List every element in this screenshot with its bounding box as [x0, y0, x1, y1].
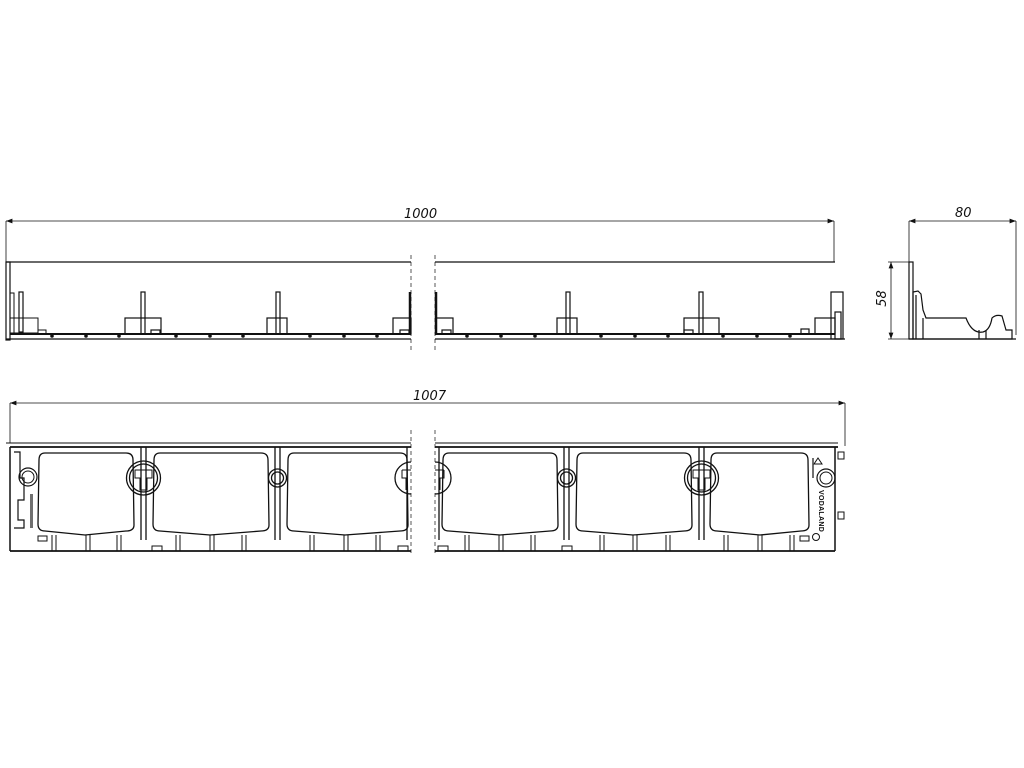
brand-text: VODALAND [817, 490, 824, 533]
dimension-label-58: 58 [874, 290, 890, 307]
dimension-label-1007: 1007 [413, 389, 447, 404]
round-fitting [267, 447, 577, 540]
break-lines-side [410, 255, 436, 352]
brand-logo-icon [812, 533, 820, 541]
end-view [888, 218, 1017, 340]
break-lines-top [410, 430, 436, 555]
grate-openings [37, 452, 810, 536]
side-ribs-right [434, 291, 844, 340]
end-profile [908, 261, 1016, 340]
dimension-label-80: 80 [955, 206, 972, 221]
t-lock-fitting [125, 447, 720, 540]
dimension-80 [908, 218, 1017, 335]
recycle-icon [813, 457, 823, 465]
grate-feet [37, 535, 810, 552]
side-view [5, 218, 845, 352]
dimension-1007 [9, 400, 846, 446]
side-ribs-left [124, 291, 412, 335]
bottom-studs [50, 334, 792, 338]
dimension-1000 [5, 218, 835, 262]
dimension-label-1000: 1000 [404, 207, 438, 222]
top-view [6, 400, 846, 555]
